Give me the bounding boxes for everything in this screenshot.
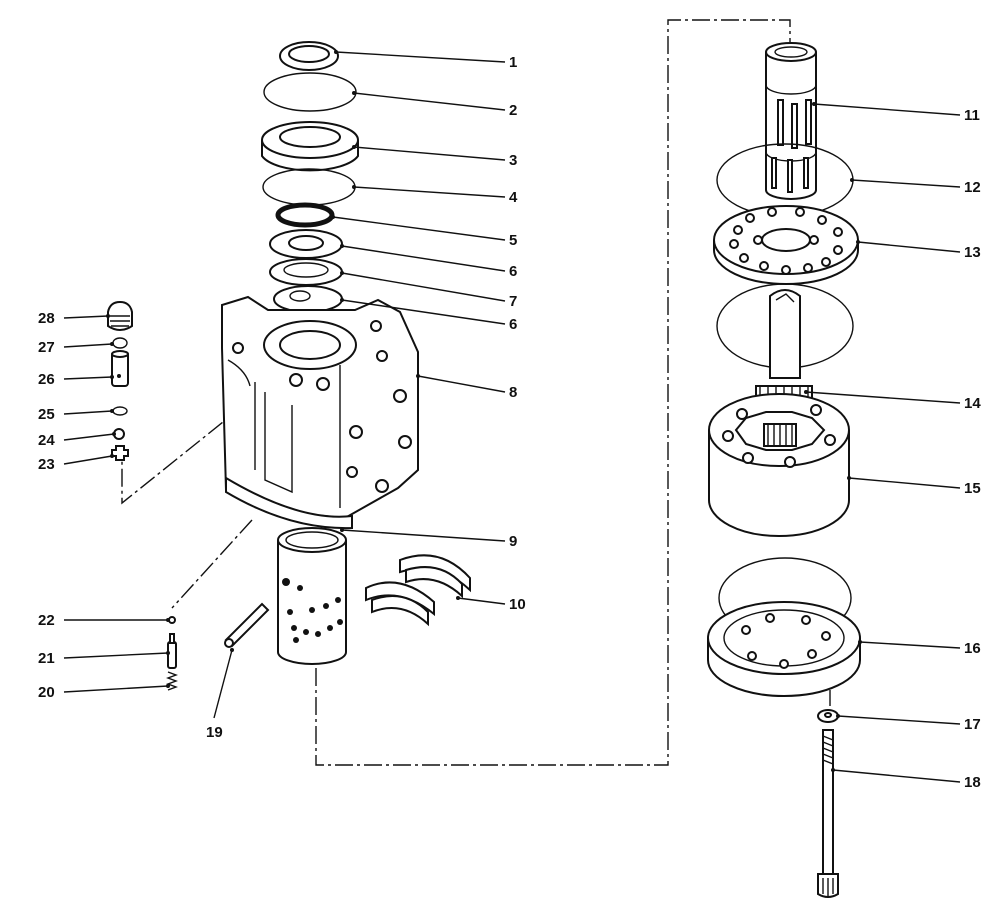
label-12: 12	[964, 179, 981, 196]
label-17: 17	[964, 716, 981, 733]
part-25-oring	[112, 406, 128, 416]
part-16-end-cap	[707, 601, 861, 697]
part-23-guide	[111, 445, 129, 461]
label-6-upper: 6	[509, 263, 517, 280]
part-2-oring	[263, 72, 357, 112]
label-22: 22	[38, 612, 55, 629]
part-18-bolt	[817, 729, 839, 898]
label-18: 18	[964, 774, 981, 791]
part-17-washer	[817, 709, 839, 723]
label-4: 4	[509, 189, 518, 206]
label-6-lower: 6	[509, 316, 517, 333]
label-1: 1	[509, 54, 517, 71]
part-1-seal	[279, 41, 339, 71]
label-3: 3	[509, 152, 517, 169]
label-24: 24	[38, 432, 55, 449]
part-7-bearing	[269, 258, 343, 286]
label-19: 19	[206, 724, 223, 741]
leader-lines	[63, 50, 961, 783]
part-5-seal	[275, 202, 335, 228]
part-9-sleeve	[277, 527, 347, 665]
label-8: 8	[509, 384, 517, 401]
label-20: 20	[38, 684, 55, 701]
part-10-springs	[365, 554, 471, 627]
label-2: 2	[509, 102, 517, 119]
part-8-housing	[221, 295, 419, 530]
label-5: 5	[509, 232, 517, 249]
label-27: 27	[38, 339, 55, 356]
label-21: 21	[38, 650, 55, 667]
part-19-pin	[224, 602, 270, 648]
part-labels: 1 2 3 4 5 6 7 6 8 9 10 11 12 13 14 15 16…	[38, 54, 981, 791]
label-14: 14	[964, 395, 981, 412]
label-23: 23	[38, 456, 55, 473]
label-16: 16	[964, 640, 981, 657]
part-3-retainer	[261, 121, 359, 172]
part-15-gerotor	[708, 393, 850, 537]
label-26: 26	[38, 371, 55, 388]
part-6-washer-lower	[273, 285, 343, 313]
part-13-spacer-plate	[713, 205, 859, 285]
part-11-drive-shaft	[765, 42, 817, 200]
label-7: 7	[509, 293, 517, 310]
label-10: 10	[509, 596, 526, 613]
part-28-plug	[107, 300, 133, 331]
part-4-oring	[262, 168, 356, 206]
part-20-spring	[166, 671, 178, 691]
part-6-washer-upper	[269, 229, 343, 259]
label-13: 13	[964, 244, 981, 261]
label-11: 11	[964, 107, 980, 124]
assembly-centerlines	[121, 19, 831, 766]
label-25: 25	[38, 406, 55, 423]
label-15: 15	[964, 480, 981, 497]
label-9: 9	[509, 533, 517, 550]
label-28: 28	[38, 310, 55, 327]
part-27-oring	[112, 337, 128, 349]
part-21-poppet	[167, 633, 177, 669]
part-26-seat	[111, 350, 129, 387]
